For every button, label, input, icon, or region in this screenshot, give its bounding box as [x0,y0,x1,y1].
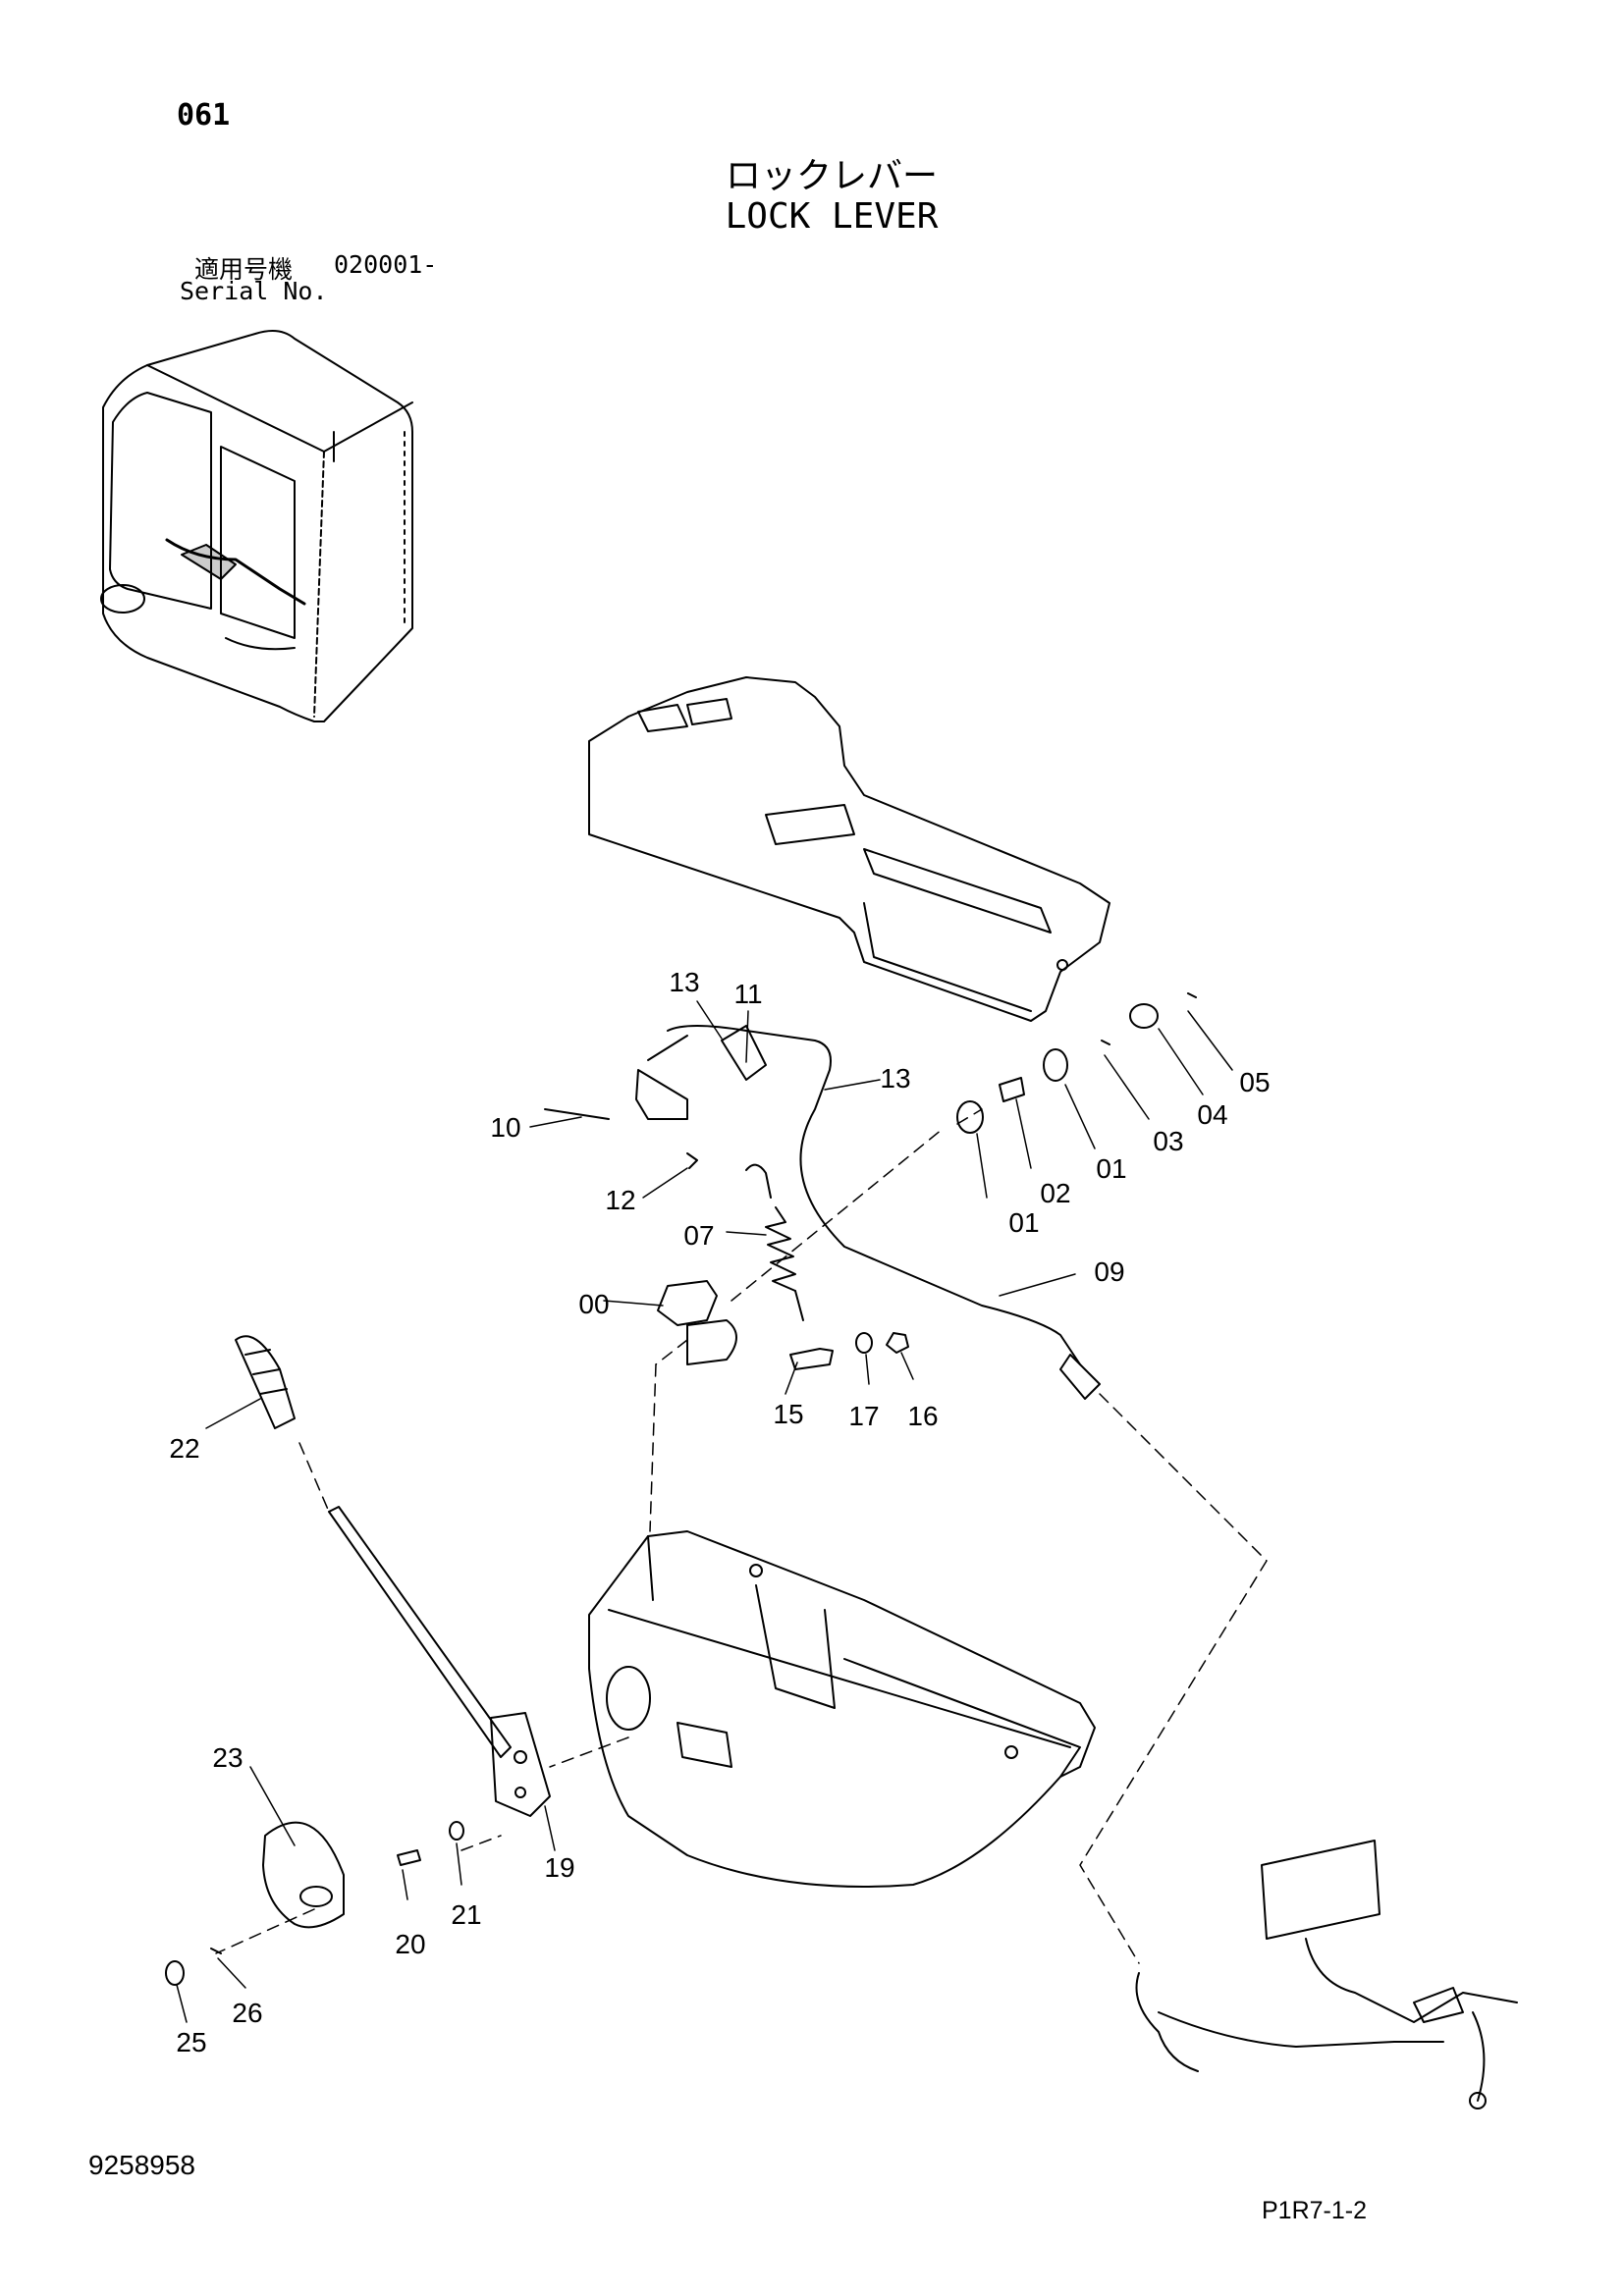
callout-22: 22 [169,1433,199,1464]
lock-lever [235,1335,551,1817]
upper-console [588,676,1110,1022]
figure-code: 9258958 [88,2150,196,2180]
callout-21: 21 [451,1899,481,1930]
page-number: 061 [177,98,231,133]
lower-wire-harness [1135,1840,1518,2109]
cab-locator-drawing [100,329,413,722]
switch-assembly [657,1163,909,1370]
assembly-guide-lines [215,1108,1268,1964]
callout-26: 26 [232,1998,262,2028]
lever-cover [165,1821,464,1986]
callout-19: 19 [544,1852,574,1883]
callout-12: 12 [605,1185,635,1215]
title-japanese: ロックレバー [725,156,938,196]
callout-00: 00 [578,1289,609,1319]
upper-wire-harness [544,1025,1101,1400]
serial-range: 020001- [334,250,438,279]
title-english: LOCK LEVER [725,196,939,237]
sheet-code: P1R7-1-2 [1262,2197,1367,2224]
callout-05: 05 [1239,1067,1270,1097]
callout-15: 15 [773,1399,803,1429]
callout-10: 10 [490,1112,520,1143]
callout-25: 25 [176,2027,206,2057]
callout-11: 11 [733,979,762,1009]
callout-20: 20 [395,1929,425,1959]
callout-09: 09 [1094,1256,1124,1287]
callout-03: 03 [1153,1126,1183,1156]
callout-02: 02 [1040,1178,1070,1208]
callout-04: 04 [1197,1099,1227,1130]
lower-console [588,1530,1096,1888]
serial-label-english: Serial No. [180,277,328,305]
callout-16: 16 [907,1401,938,1431]
callout-01: 01 [1008,1207,1039,1238]
callout-17: 17 [848,1401,879,1431]
callout-13: 13 [880,1063,910,1094]
callout-07: 07 [683,1220,714,1251]
washer-stack [956,992,1197,1134]
callout-leaders [176,1000,1233,2023]
serial-label-japanese: 適用号機 [194,255,294,284]
callout-01: 01 [1096,1153,1126,1184]
callout-23: 23 [212,1742,243,1773]
callout-13: 13 [669,967,699,997]
